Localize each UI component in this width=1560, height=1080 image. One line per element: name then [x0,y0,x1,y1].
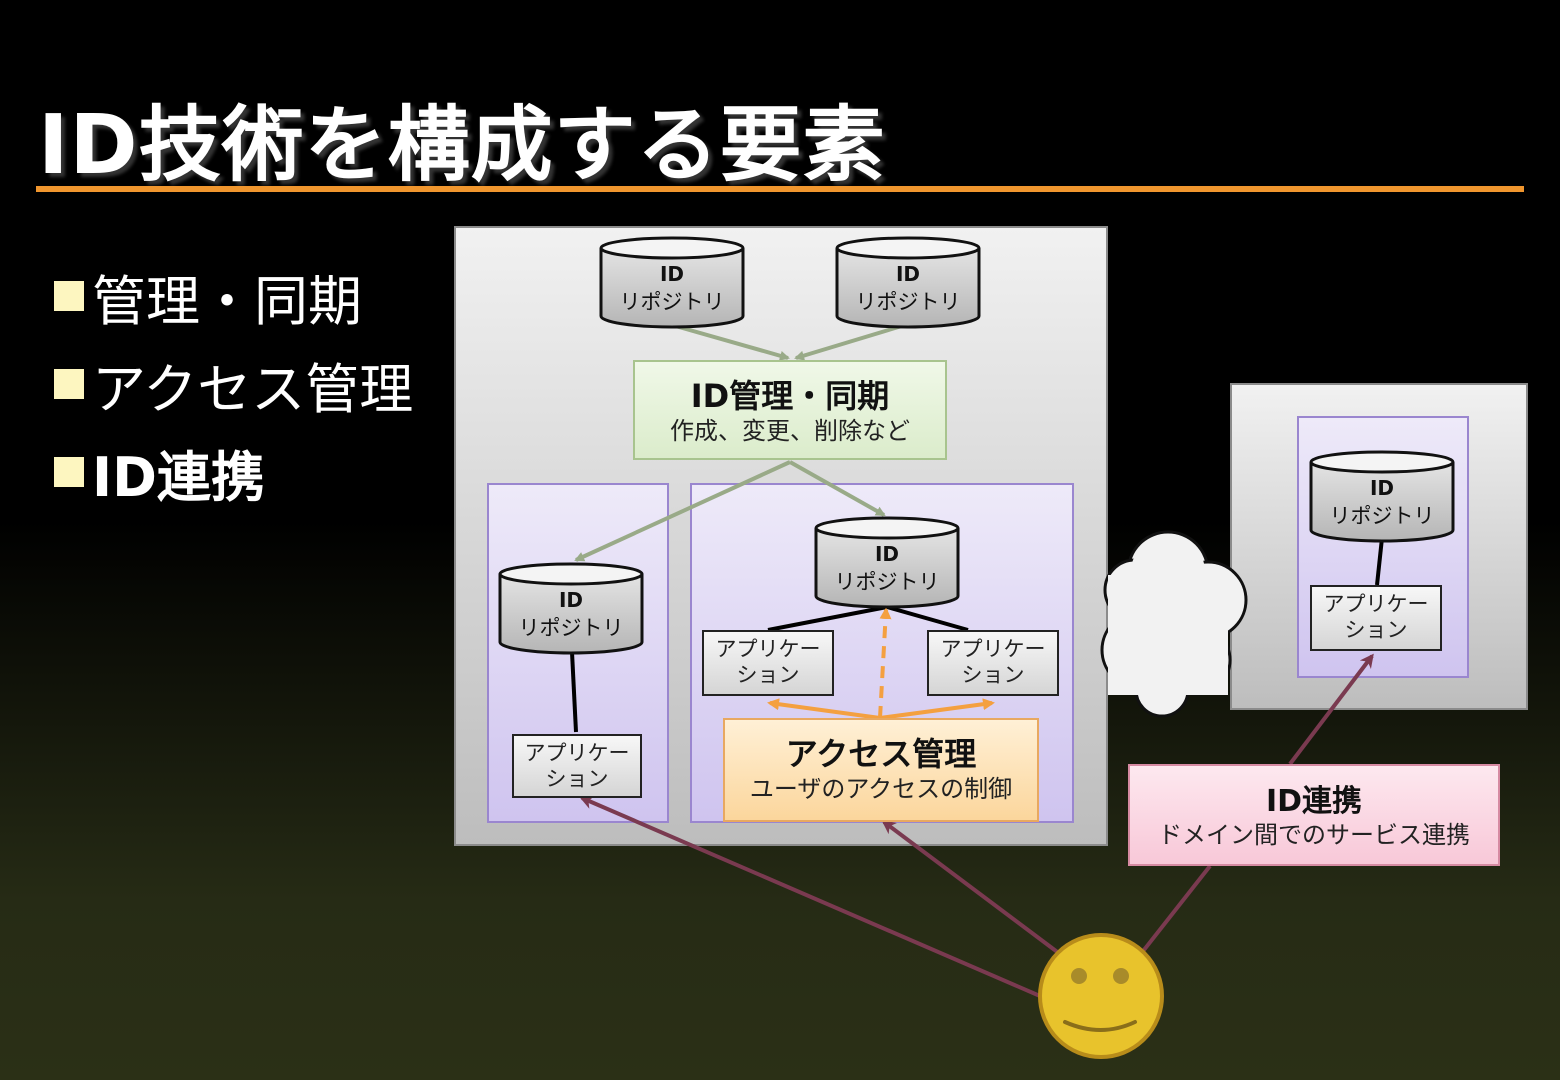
bullet-square-icon [54,369,84,399]
repo-id-label: ID [659,262,685,286]
repo-label: リポジトリ [619,290,725,314]
application-box: アプリケーション [512,734,642,798]
id-repository: ID リポジトリ [835,236,981,330]
app-label-line2: ション [1344,618,1408,642]
id-federation-subtitle: ドメイン間でのサービス連携 [1158,821,1470,849]
id-repository: ID リポジトリ [1309,450,1455,544]
app-label-line1: アプリケー [1323,592,1429,616]
bullet-square-icon [54,281,84,311]
database-icon [1309,450,1455,543]
repo-id-label: ID [1369,476,1395,500]
id-federation-title: ID連携 [1265,784,1363,819]
id-management-box: ID管理・同期 作成、変更、削除など [633,360,947,460]
app-label-line1: アプリケー [524,741,630,765]
bullet-text: ID連携 [92,445,265,509]
page-title: ID技術を構成する要素 [38,98,886,193]
database-icon [498,562,644,655]
app-label-line2: ション [736,663,800,687]
app-label-line2: ション [545,767,609,791]
database-icon [814,516,960,609]
smiley-user-icon [1038,933,1164,1059]
access-management-subtitle: ユーザのアクセスの制御 [749,775,1013,803]
repo-label: リポジトリ [834,570,940,594]
id-repository: ID リポジトリ [814,516,960,610]
database-icon [599,236,745,329]
bullet-item: アクセス管理 [54,340,413,428]
id-management-subtitle: 作成、変更、削除など [670,417,910,445]
title-underline [36,186,1524,192]
repo-id-label: ID [558,588,584,612]
bullet-text: 管理・同期 [92,269,362,333]
repo-id-label: ID [895,262,921,286]
bullet-list: 管理・同期 アクセス管理 ID連携 [54,252,413,516]
app-label-line2: ション [961,663,1025,687]
app-label-line1: アプリケー [940,637,1046,661]
access-management-title: アクセス管理 [785,735,977,773]
access-management-box: アクセス管理 ユーザのアクセスの制御 [723,718,1039,822]
bullet-item: 管理・同期 [54,252,413,340]
id-federation-box: ID連携 ドメイン間でのサービス連携 [1128,764,1500,866]
id-repository: ID リポジトリ [498,562,644,656]
application-box: アプリケーション [927,630,1059,696]
application-box: アプリケーション [702,630,834,696]
bullet-square-icon [54,457,84,487]
repo-label: リポジトリ [855,290,961,314]
bullet-text: アクセス管理 [92,357,414,421]
database-icon [835,236,981,329]
bullet-item: ID連携 [54,428,413,516]
repo-label: リポジトリ [518,616,624,640]
id-management-title: ID管理・同期 [690,377,890,415]
application-box: アプリケーション [1310,585,1442,651]
id-repository: ID リポジトリ [599,236,745,330]
app-label-line1: アプリケー [715,637,821,661]
repo-label: リポジトリ [1329,504,1435,528]
repo-id-label: ID [874,542,900,566]
